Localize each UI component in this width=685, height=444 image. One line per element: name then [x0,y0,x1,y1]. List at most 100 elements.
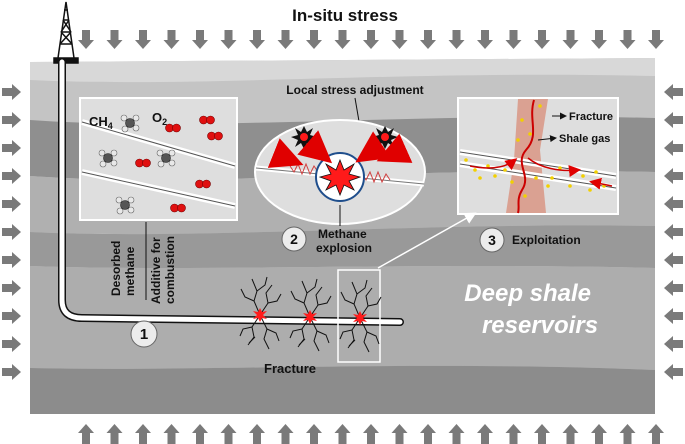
stress-arrow-up [534,424,550,444]
gas-dot [503,168,507,172]
stress-arrows-top [78,30,664,49]
methane-molecule-icon [98,149,118,168]
stress-arrow-down [106,30,123,49]
force-arrows [267,130,413,168]
fracture-inset-label: Fracture [569,111,613,123]
stress-arrow-left [664,224,683,240]
additive-label: Additive for combustion [149,234,177,304]
gas-dot [520,118,524,122]
stress-arrow-up [648,424,664,444]
gas-dot [464,158,468,162]
stress-arrow-up [420,424,436,444]
stress-arrow-up [163,424,180,444]
svg-text:3: 3 [488,232,496,248]
methane-molecule-icon [115,196,135,215]
fracture-label: Fracture [264,361,316,376]
stress-arrow-down [534,30,550,49]
stress-arrow-down [420,30,436,49]
stress-arrow-down [363,30,379,49]
fracture-cluster [289,278,332,352]
explosion-point [253,308,267,322]
fracture-highlight-box [337,269,381,363]
stress-arrow-down [220,30,237,49]
stress-arrow-up [477,424,493,444]
reservoir-label: Deep shale reservoirs [464,280,598,339]
stress-arrow-up [619,424,636,444]
step-2-badge: 2 [281,226,307,252]
stress-arrow-up [106,424,123,444]
ch4-label: CH4 [89,114,113,131]
stress-wave-right [361,170,391,184]
oxygen-molecule-icon [170,203,186,213]
stress-arrow-right [2,140,21,156]
explosion-icon [318,158,362,197]
oxygen-molecule-icon [135,158,151,168]
stress-arrow-up [562,424,579,444]
gas-dot [486,164,490,168]
stress-arrow-left [664,112,683,128]
gas-dot [588,188,592,192]
stress-arrow-right [2,84,21,100]
fracture-cluster [239,276,282,350]
local-stress-label: Local stress adjustment [286,83,423,97]
gas-dot [594,170,598,174]
gas-dot [523,194,527,198]
svg-text:2: 2 [290,231,298,247]
o2-label: O2 [152,110,167,127]
stress-arrow-right [2,168,21,184]
gas-dot [568,184,572,188]
stress-arrow-up [192,424,208,444]
shale-gas-label: Shale gas [559,133,610,145]
gas-dot [516,138,520,142]
stress-arrow-up [277,424,294,444]
molecule-group [98,114,223,215]
rock-layer-top [30,58,655,83]
stress-arrow-left [664,196,683,212]
oxygen-molecule-icon [199,115,215,125]
stress-arrow-down [591,30,607,49]
gas-dot [546,184,550,188]
main-fracture [517,99,535,214]
explosion-point [353,311,367,325]
stress-arrow-left [664,308,683,324]
stress-arrow-down [648,30,664,49]
step-2-label: Methane explosion [316,227,372,255]
stress-arrow-up [334,424,351,444]
stress-arrow-up [591,424,607,444]
stress-arrow-down [477,30,493,49]
stress-arrow-up [306,424,322,444]
gas-dot [538,104,542,108]
gas-dots [464,104,606,198]
stress-arrow-left [664,140,683,156]
stress-arrow-down [78,30,94,49]
stress-arrow-down [135,30,151,49]
stress-arrow-down [192,30,208,49]
gas-dot [528,132,532,136]
stress-arrow-left [664,336,683,352]
desorbed-methane-label: Desorbed methane [109,237,137,296]
gas-dot [581,174,585,178]
diagram-title: In-situ stress [292,6,398,25]
gas-dot [550,176,554,180]
stress-arrow-down [619,30,636,49]
stress-arrow-left [664,84,683,100]
stress-arrow-down [249,30,265,49]
stress-arrow-left [664,168,683,184]
stress-arrow-down [277,30,294,49]
stress-arrow-up [505,424,522,444]
stress-arrow-right [2,252,21,268]
fracture-band [506,99,548,213]
methane-molecule-icon [120,114,140,133]
step-3-badge: 3 [479,227,505,253]
stress-arrow-down [334,30,351,49]
derrick-icon [53,1,79,64]
stress-arrows-right [664,84,683,380]
stress-arrow-up [363,424,379,444]
stress-arrow-up [78,424,94,444]
stress-wave-left [289,162,319,176]
stress-arrow-right [2,364,21,380]
step-3-label: Exploitation [512,233,581,247]
gas-dot [510,180,514,184]
gas-dot [493,174,497,178]
